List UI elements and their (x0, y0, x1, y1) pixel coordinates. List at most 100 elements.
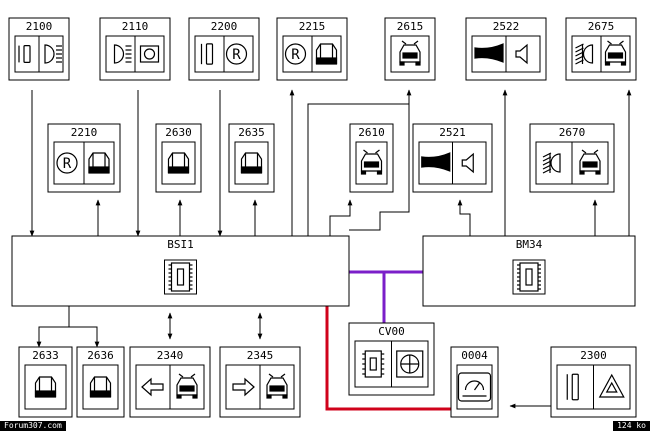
component-label: 2345 (247, 349, 274, 362)
component-2110[interactable]: 2110 (99, 17, 171, 81)
car-front-icon (399, 40, 421, 66)
switch-icon (200, 43, 214, 65)
icon-frame (390, 35, 430, 73)
component-label: 2635 (238, 126, 265, 139)
component-label: 2200 (211, 20, 238, 33)
component-label: 2610 (358, 126, 385, 139)
component-label: CV00 (378, 325, 405, 338)
component-2345[interactable]: 2345 (219, 346, 301, 418)
component-label: 2670 (559, 126, 586, 139)
wire-bsi1-2615 (307, 89, 412, 236)
arrow-left-icon (141, 377, 164, 397)
component-2635[interactable]: 2635 (228, 123, 275, 193)
component-2610[interactable]: 2610 (349, 123, 394, 193)
icon-frame (161, 141, 196, 185)
component-2300[interactable]: 2300 (550, 346, 637, 418)
wire-bm34-2521 (457, 199, 471, 236)
rear-car-icon (89, 376, 112, 398)
car-front-icon (360, 149, 383, 175)
wire-layer (29, 89, 632, 409)
hazard-triangle-icon (598, 373, 625, 398)
ecu-chip-icon (362, 350, 385, 378)
car-front-icon (176, 373, 198, 399)
car-front-icon (266, 373, 288, 399)
component-2675[interactable]: 2675 (565, 17, 637, 81)
component-label: 2100 (26, 20, 53, 33)
rear-car-icon (240, 152, 263, 174)
arrow-right-icon (232, 377, 255, 397)
svg-text:R: R (291, 47, 300, 63)
component-label: 2522 (493, 20, 520, 33)
rear-car-icon (167, 152, 190, 174)
footer-site-label: Forum307.com (0, 421, 66, 431)
component-label: 2630 (165, 126, 192, 139)
fog-lamp-icon (542, 152, 561, 174)
switch-icon (566, 373, 579, 401)
component-label: BM34 (516, 238, 543, 251)
icon-frame (24, 364, 67, 410)
rear-car-icon (88, 152, 110, 174)
component-label: 2215 (299, 20, 326, 33)
component-2636[interactable]: 2636 (76, 346, 125, 418)
horn-icon (421, 152, 451, 172)
component-BM34[interactable]: BM34 (422, 235, 636, 307)
component-label: 2675 (588, 20, 615, 33)
component-label: 0004 (461, 349, 488, 362)
component-label: 2210 (71, 126, 98, 139)
component-label: BSI1 (167, 238, 194, 251)
icon-frame (82, 364, 119, 410)
fog-lamp-icon (575, 43, 594, 65)
speaker-icon (515, 43, 528, 65)
fuse-box-icon (517, 262, 541, 292)
component-2615[interactable]: 2615 (384, 17, 436, 81)
svg-text:R: R (63, 156, 72, 172)
component-2522[interactable]: 2522 (465, 17, 547, 81)
component-2670[interactable]: 2670 (529, 123, 615, 193)
rear-car-icon (34, 376, 57, 398)
wire-bm34-link (349, 104, 410, 231)
component-2521[interactable]: 2521 (412, 123, 493, 193)
component-BSI1[interactable]: BSI1 (11, 235, 350, 307)
component-label: 2110 (122, 20, 149, 33)
component-label: 2636 (87, 349, 114, 362)
wire-bsi1-2633 (36, 306, 70, 348)
horn-icon (474, 43, 504, 63)
component-2340[interactable]: 2340 (129, 346, 211, 418)
component-2630[interactable]: 2630 (155, 123, 202, 193)
instrument-panel-icon (457, 372, 492, 402)
lamp-switch-icon (139, 45, 160, 63)
component-label: 2615 (397, 20, 424, 33)
reverse-lamp-icon: R (56, 152, 78, 174)
svg-text:R: R (232, 47, 241, 63)
footer-size-label: 124 ko (613, 421, 650, 431)
component-2100[interactable]: 2100 (8, 17, 70, 81)
can-low-line (325, 306, 451, 411)
component-2633[interactable]: 2633 (18, 346, 73, 418)
wire-bsi1-2610 (329, 199, 353, 236)
component-0004[interactable]: 0004 (450, 346, 499, 418)
switch-icon (18, 44, 31, 63)
component-label: 2633 (32, 349, 59, 362)
headlamp-icon (44, 44, 62, 64)
bus-layer (325, 270, 451, 411)
car-front-icon (579, 149, 601, 175)
fuse-box-icon (168, 262, 193, 292)
component-label: 2521 (439, 126, 466, 139)
component-CV00[interactable]: CV00 (348, 322, 435, 396)
reverse-lamp-icon: R (225, 43, 248, 65)
speaker-icon (461, 152, 474, 174)
icon-frame (234, 141, 269, 185)
component-label: 2340 (157, 349, 184, 362)
icon-frame (456, 364, 493, 410)
diagnostic-connector-icon (396, 350, 424, 378)
car-front-icon (604, 40, 627, 66)
reverse-lamp-icon: R (284, 43, 307, 65)
rear-car-icon (315, 43, 338, 65)
sidelight-icon (113, 44, 132, 64)
